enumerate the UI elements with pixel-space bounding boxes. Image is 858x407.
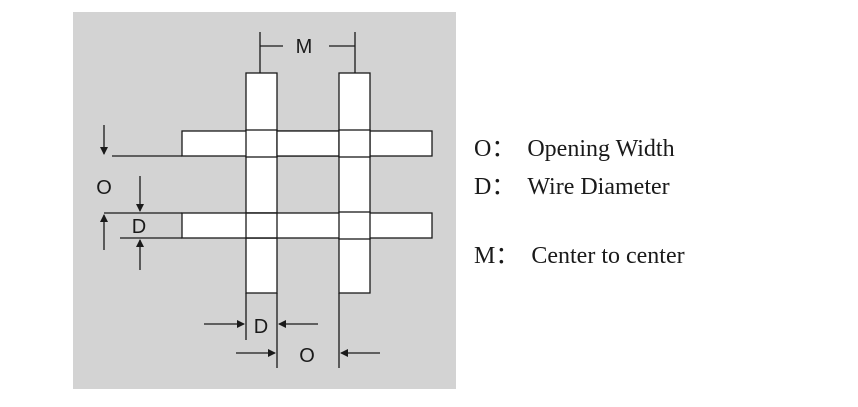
legend-key: D [474, 174, 492, 200]
bottom-o-dimension [236, 293, 380, 368]
legend-separator: ： [491, 174, 516, 200]
vertical-wire-left-over-segment-top [245, 129, 278, 158]
legend-text: Center to center [531, 243, 685, 269]
vertical-wire-left-over-segment [338, 211, 371, 240]
legend-item-center-to-center: M： Center to center [474, 235, 685, 270]
left-d-label: D [132, 216, 146, 238]
legend-separator: ： [491, 136, 516, 162]
legend-text: Opening Width [527, 136, 675, 162]
left-o-label: O [96, 177, 112, 199]
bottom-o-label: O [299, 345, 315, 367]
m-label: M [296, 36, 313, 58]
bottom-d-dimension [204, 293, 318, 340]
legend-item-opening-width: O： Opening Width [474, 128, 675, 163]
vertical-wire-left [245, 72, 278, 294]
legend-key: O [474, 136, 492, 162]
left-dimensions [100, 125, 182, 270]
legend-key: M [474, 243, 496, 269]
m-dimension [259, 32, 356, 73]
legend-text: Wire Diameter [527, 174, 670, 200]
vertical-wire-right-over-top [338, 129, 371, 158]
horizontal-wire-bottom [181, 212, 433, 239]
bottom-d-label: D [254, 316, 268, 338]
horizontal-wire-top-mid [276, 130, 340, 157]
legend-separator: ： [495, 243, 520, 269]
legend-item-wire-diameter: D： Wire Diameter [474, 166, 670, 201]
vertical-wire-right [338, 72, 371, 294]
